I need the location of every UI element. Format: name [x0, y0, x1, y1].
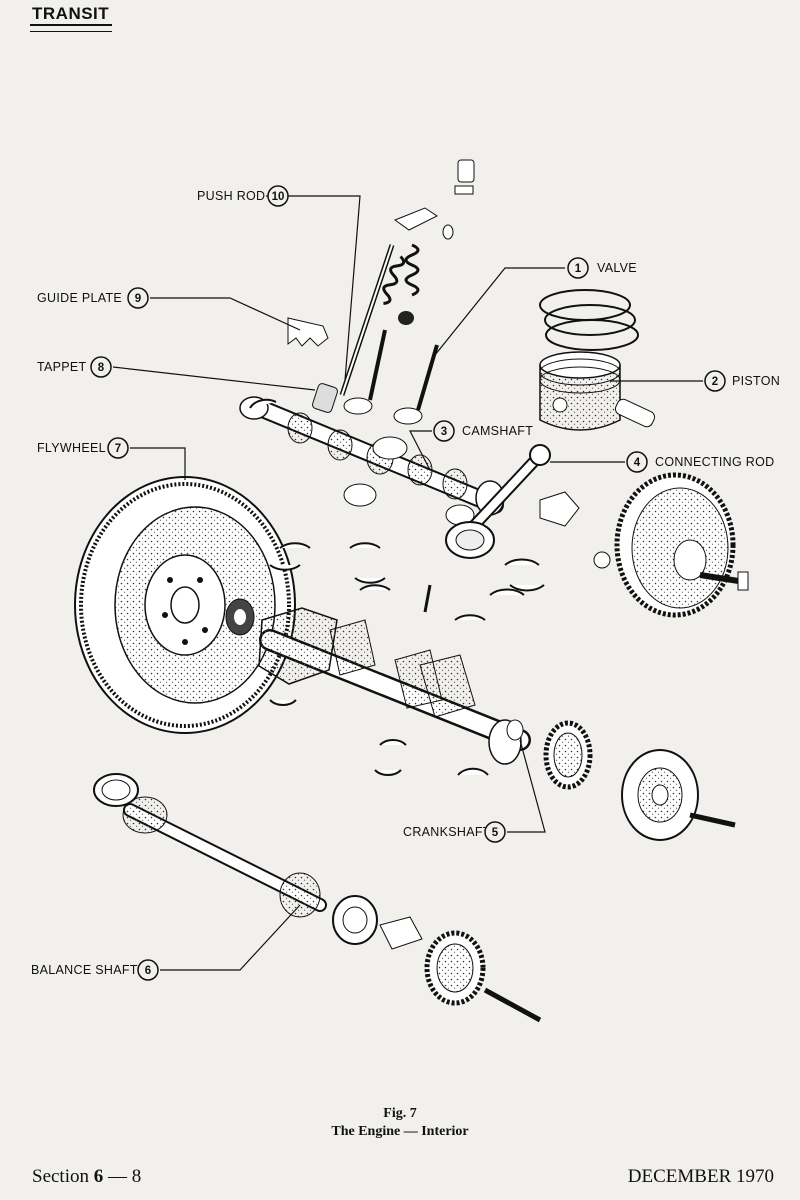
- callout-camshaft: 3 CAMSHAFT: [433, 420, 533, 442]
- svg-text:3: 3: [441, 426, 447, 438]
- section-separator: —: [108, 1166, 127, 1187]
- svg-text:PISTON: PISTON: [732, 374, 780, 388]
- callout-tappet: TAPPET 8: [37, 356, 112, 378]
- section-number: 6: [93, 1166, 104, 1187]
- header-rule-thin: [30, 31, 112, 32]
- footer-date: DECEMBER 1970: [627, 1166, 774, 1187]
- svg-text:VALVE: VALVE: [597, 261, 637, 275]
- svg-text:CAMSHAFT: CAMSHAFT: [462, 424, 533, 438]
- crankshaft-pulley: [621, 749, 736, 841]
- page-number: 8: [131, 1166, 142, 1187]
- figure-title: The Engine — Interior: [331, 1124, 469, 1139]
- leader-lines: [112, 195, 703, 971]
- svg-text:7: 7: [115, 443, 121, 455]
- crankshaft-gear: [543, 720, 593, 790]
- crankshaft: [258, 607, 531, 765]
- figure-number: Fig. 7: [383, 1106, 417, 1121]
- flywheel: [74, 476, 296, 734]
- callout-push-rod: PUSH ROD 10: [197, 185, 289, 207]
- svg-text:1: 1: [575, 263, 582, 275]
- callout-flywheel: FLYWHEEL 7: [37, 437, 129, 459]
- section-prefix: Section: [32, 1166, 89, 1187]
- callout-balance-shaft: BALANCE SHAFT 6: [31, 959, 159, 981]
- header-title: TRANSIT: [32, 4, 110, 23]
- svg-text:CRANKSHAFT: CRANKSHAFT: [403, 825, 491, 839]
- callout-connecting-rod: 4 CONNECTING ROD: [626, 451, 774, 473]
- svg-text:TAPPET: TAPPET: [37, 360, 87, 374]
- svg-text:5: 5: [492, 827, 499, 839]
- svg-text:CONNECTING ROD: CONNECTING ROD: [655, 455, 774, 469]
- callout-valve: 1 VALVE: [567, 257, 637, 279]
- svg-text:10: 10: [272, 191, 285, 203]
- svg-text:GUIDE PLATE: GUIDE PLATE: [37, 291, 122, 305]
- callout-crankshaft: CRANKSHAFT 5: [403, 821, 506, 843]
- svg-text:BALANCE SHAFT: BALANCE SHAFT: [31, 963, 138, 977]
- connecting-rod: [423, 444, 580, 613]
- svg-text:2: 2: [712, 376, 718, 388]
- svg-text:8: 8: [98, 362, 105, 374]
- camshaft-gear: [593, 472, 749, 618]
- header-rule: [30, 24, 112, 26]
- balance-shaft: [93, 773, 542, 1023]
- section-footer: Section 6 — 8: [32, 1166, 141, 1188]
- svg-text:6: 6: [145, 965, 151, 977]
- svg-text:9: 9: [135, 293, 141, 305]
- svg-text:PUSH ROD: PUSH ROD: [197, 189, 265, 203]
- svg-text:4: 4: [634, 457, 641, 469]
- bearing-shells: [249, 398, 545, 777]
- camshaft: [239, 396, 505, 526]
- piston: [539, 289, 656, 431]
- callout-guide-plate: GUIDE PLATE 9: [37, 287, 149, 309]
- valve-train: [287, 159, 475, 425]
- callout-piston: 2 PISTON: [704, 370, 780, 392]
- svg-text:FLYWHEEL: FLYWHEEL: [37, 441, 106, 455]
